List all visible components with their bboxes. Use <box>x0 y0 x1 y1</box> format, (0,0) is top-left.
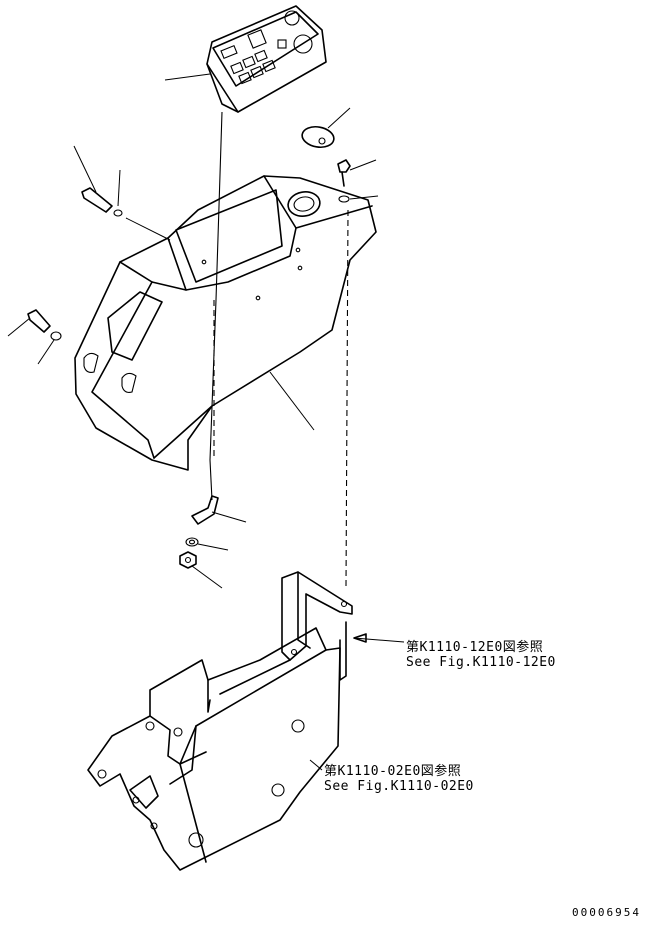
reference-label-1-line1: 第K1110-12E0図参照 <box>406 640 544 655</box>
reference-label-2: 第K1110-02E0図参照 See Fig.K1110-02E0 <box>324 760 474 794</box>
disc-part <box>301 125 335 149</box>
monitor-panel <box>206 5 327 113</box>
lower-frame <box>87 627 341 871</box>
clamp-part <box>191 495 219 525</box>
washer-part <box>185 537 199 547</box>
bolt-left-lower <box>27 309 62 341</box>
console-cover <box>74 175 377 471</box>
bolt-left-upper <box>81 187 123 217</box>
bolt-right <box>337 159 351 203</box>
nut-part <box>179 551 197 569</box>
reference-label-2-line2: See Fig.K1110-02E0 <box>324 779 474 794</box>
reference-label-1: 第K1110-12E0図参照 See Fig.K1110-12E0 <box>406 636 556 670</box>
reference-label-1-line2: See Fig.K1110-12E0 <box>406 655 556 670</box>
reference-label-2-line1: 第K1110-02E0図参照 <box>324 764 462 779</box>
drawing-number: 00006954 <box>572 906 641 919</box>
support-bracket <box>281 571 353 681</box>
